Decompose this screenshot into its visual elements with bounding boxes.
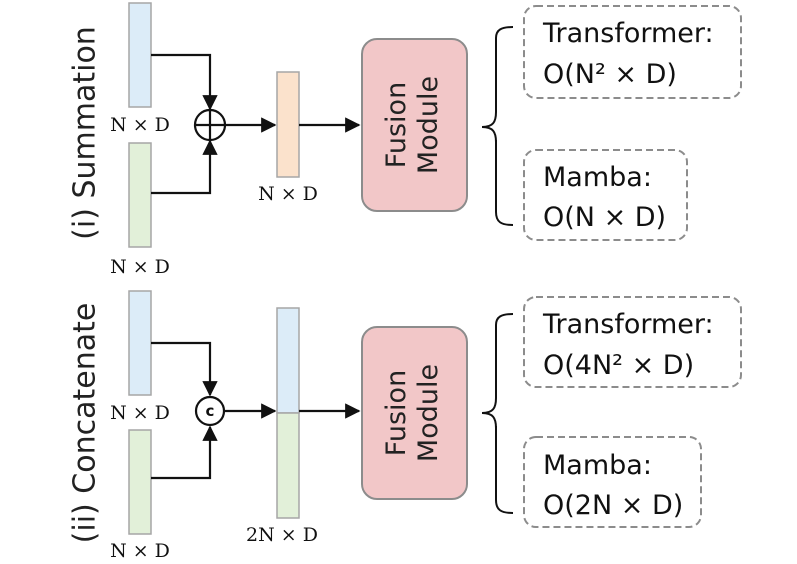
svg-text:c: c xyxy=(206,402,215,420)
concat-input-top-dim: N × D xyxy=(110,402,170,424)
concat-merged-token-bottom xyxy=(276,412,300,519)
concat-transformer-box xyxy=(523,296,742,388)
summation-input-top-dim: N × D xyxy=(110,114,170,136)
summation-mamba-complexity: O(N × D) xyxy=(543,202,666,233)
summation-top-arrow xyxy=(151,53,218,111)
summation-input-bottom-dim: N × D xyxy=(110,256,170,278)
concat-transformer-complexity: O(4N² × D) xyxy=(543,350,694,381)
concat-fusion-module xyxy=(361,326,468,500)
concat-c-icon: c xyxy=(194,395,226,427)
concat-top-arrow xyxy=(151,341,218,397)
concat-mamba-box xyxy=(523,436,702,528)
summation-transformer-box xyxy=(523,5,742,99)
summation-fusion-module xyxy=(361,38,468,212)
summation-input-top-token xyxy=(128,2,152,108)
concat-fusion-label: Fusion Module xyxy=(381,364,444,462)
summation-plus-icon xyxy=(193,108,227,142)
concat-brace xyxy=(481,313,514,514)
svg-text:Fusion: Fusion xyxy=(381,82,412,168)
summation-section-label: (i) Summation xyxy=(68,26,103,240)
concat-input-top-token xyxy=(128,290,152,396)
svg-text:Module: Module xyxy=(413,76,444,174)
summation-merged-token xyxy=(276,71,300,178)
summation-brace xyxy=(481,26,514,226)
concat-input-bottom-token xyxy=(128,429,152,535)
concatenate-section-label: (ii) Concatenate xyxy=(68,303,103,544)
svg-text:Module: Module xyxy=(413,364,444,462)
summation-transformer-complexity: O(N² × D) xyxy=(543,59,677,90)
summation-transformer-title: Transformer: xyxy=(542,18,714,49)
concat-mamba-complexity: O(2N × D) xyxy=(543,490,683,521)
concat-bottom-arrow xyxy=(151,425,218,480)
concat-merged-dim: 2N × D xyxy=(246,524,318,546)
concat-merged-token-top xyxy=(276,307,300,414)
summation-input-bottom-token xyxy=(128,142,152,248)
summation-fusion-label: Fusion Module xyxy=(381,76,444,174)
concat-input-bottom-dim: N × D xyxy=(110,540,170,562)
summation-merged-dim: N × D xyxy=(258,183,318,205)
summation-bottom-arrow xyxy=(151,139,218,195)
summation-mamba-box xyxy=(523,149,688,241)
concat-mamba-title: Mamba: xyxy=(543,450,652,481)
svg-text:Fusion: Fusion xyxy=(381,370,412,456)
concat-transformer-title: Transformer: xyxy=(542,309,714,340)
summation-mamba-title: Mamba: xyxy=(543,162,652,193)
